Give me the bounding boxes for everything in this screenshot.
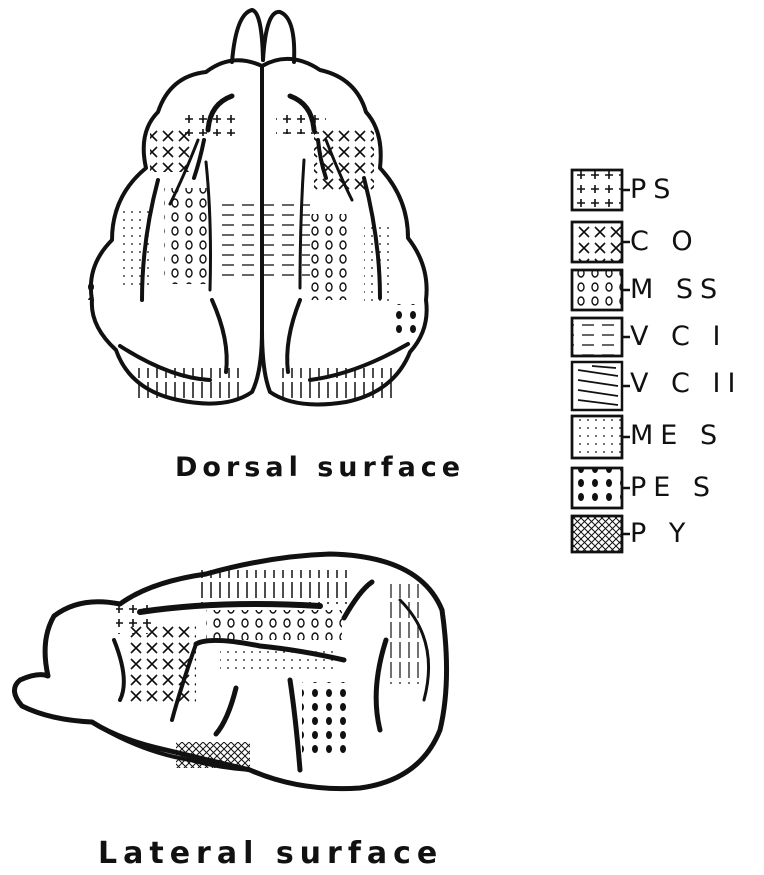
- lateral-co-region: [126, 626, 196, 706]
- legend-swatch-pes: [572, 468, 630, 508]
- dorsal-surface-caption: Dorsal surface: [175, 452, 465, 483]
- legend-swatches: [572, 170, 630, 552]
- lateral-mss-region: [206, 610, 342, 640]
- legend-swatch-mss: [572, 270, 630, 310]
- dorsal-vci-region: [214, 200, 310, 284]
- legend-label-py: P Y: [630, 518, 692, 549]
- dorsal-ps-region: [180, 112, 326, 136]
- lateral-pes-region: [302, 682, 346, 754]
- legend-swatch-mes: [572, 416, 630, 458]
- legend-label-ps: PS: [630, 174, 677, 205]
- legend-swatch-co: [572, 222, 630, 262]
- olfactory-bulb-right: [263, 12, 294, 62]
- legend-label-vcii: V C II: [630, 368, 742, 399]
- legend-swatch-py: [572, 516, 630, 552]
- lateral-py-region: [176, 742, 250, 768]
- lateral-vcii-region: [200, 570, 350, 604]
- legend-swatch-vci: [572, 318, 630, 356]
- legend-swatch-ps: [572, 170, 630, 210]
- legend-swatch-vcii: [572, 362, 630, 410]
- olfactory-bulb-left: [232, 10, 263, 62]
- lateral-surface-caption: Lateral surface: [98, 836, 443, 871]
- legend-label-co: C O: [630, 226, 700, 257]
- legend-label-vci: V C I: [630, 321, 727, 352]
- lateral-mes-region: [220, 648, 336, 672]
- legend-label-mss: M SS: [630, 274, 724, 305]
- legend-label-pes: PE S: [630, 472, 717, 503]
- lateral-vcii-region-posterior: [384, 584, 424, 684]
- legend-label-mes: ME S: [630, 420, 724, 451]
